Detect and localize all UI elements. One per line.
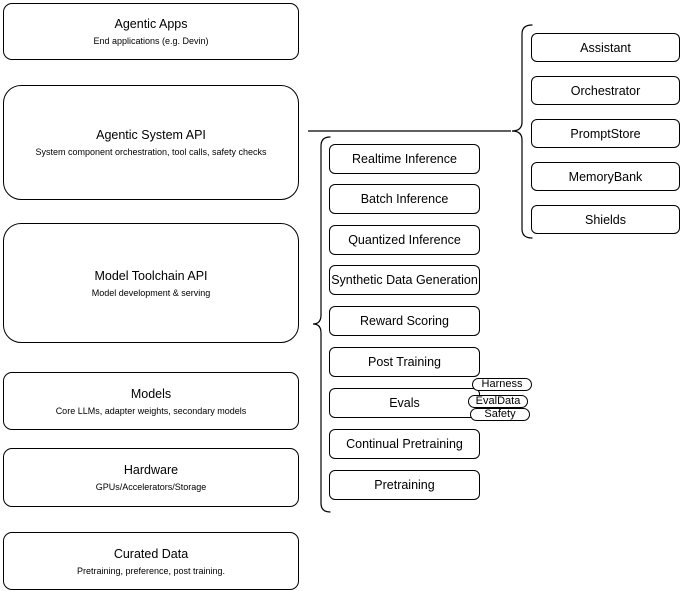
eval-tag-evaldata: EvalData — [468, 395, 528, 408]
eval-tag-label: Harness — [481, 378, 523, 390]
toolchain-box-evals: Evals — [329, 388, 480, 418]
toolchain-box-continual-pretraining: Continual Pretraining — [329, 429, 480, 459]
toolchain-label: Reward Scoring — [360, 314, 449, 328]
box-title: Agentic Apps — [114, 17, 188, 31]
box-subtitle: Core LLMs, adapter weights, secondary mo… — [55, 405, 247, 416]
middle-curly-brace — [312, 136, 331, 513]
toolchain-label: Pretraining — [374, 478, 435, 492]
right-curly-brace — [511, 24, 533, 239]
box-curated-data: Curated Data Pretraining, preference, po… — [3, 532, 299, 590]
box-title: Model Toolchain API — [94, 268, 208, 283]
toolchain-label: Post Training — [368, 355, 441, 369]
toolchain-box-quantized-inference: Quantized Inference — [329, 225, 480, 255]
toolchain-label: Batch Inference — [360, 192, 449, 206]
toolchain-label: Continual Pretraining — [346, 437, 463, 451]
box-subtitle: End applications (e.g. Devin) — [93, 36, 209, 46]
box-subtitle: Model development & serving — [91, 287, 211, 298]
component-label: Shields — [585, 212, 626, 227]
eval-tag-label: Safety — [484, 408, 516, 420]
box-subtitle: GPUs/Accelerators/Storage — [95, 482, 207, 492]
eval-tag-label: EvalData — [475, 395, 521, 407]
component-box-memorybank: MemoryBank — [531, 162, 680, 191]
box-subtitle: System component orchestration, tool cal… — [35, 147, 267, 157]
component-box-assistant: Assistant — [531, 33, 680, 62]
box-subtitle: Pretraining, preference, post training. — [76, 565, 226, 576]
box-agentic-system-api: Agentic System API System component orch… — [3, 85, 299, 200]
toolchain-box-pretraining: Pretraining — [329, 470, 480, 500]
box-title: Curated Data — [113, 546, 189, 561]
component-box-shields: Shields — [531, 205, 680, 234]
eval-tag-harness: Harness — [472, 378, 532, 391]
toolchain-box-realtime-inference: Realtime Inference — [329, 144, 480, 174]
toolchain-label: Synthetic Data Generation — [331, 273, 478, 287]
box-agentic-apps: Agentic Apps End applications (e.g. Devi… — [3, 3, 299, 60]
toolchain-box-batch-inference: Batch Inference — [329, 184, 480, 214]
component-label: MemoryBank — [568, 169, 643, 184]
box-title: Hardware — [123, 463, 179, 477]
toolchain-box-post-training: Post Training — [329, 347, 480, 377]
toolchain-label: Quantized Inference — [348, 233, 461, 247]
box-model-toolchain-api: Model Toolchain API Model development & … — [3, 223, 299, 343]
toolchain-label: Realtime Inference — [352, 152, 457, 166]
toolchain-box-reward-scoring: Reward Scoring — [329, 306, 480, 336]
component-label: Assistant — [580, 40, 631, 55]
component-label: PromptStore — [570, 126, 641, 141]
component-label: Orchestrator — [570, 83, 641, 98]
box-models: Models Core LLMs, adapter weights, secon… — [3, 372, 299, 430]
component-box-orchestrator: Orchestrator — [531, 76, 680, 105]
eval-tag-safety: Safety — [470, 408, 530, 421]
box-title: Models — [130, 386, 172, 401]
toolchain-label: Evals — [389, 396, 420, 410]
box-hardware: Hardware GPUs/Accelerators/Storage — [3, 448, 299, 507]
component-box-promptstore: PromptStore — [531, 119, 680, 148]
toolchain-box-synthetic-data-generation: Synthetic Data Generation — [329, 265, 480, 295]
box-title: Agentic System API — [96, 128, 206, 142]
